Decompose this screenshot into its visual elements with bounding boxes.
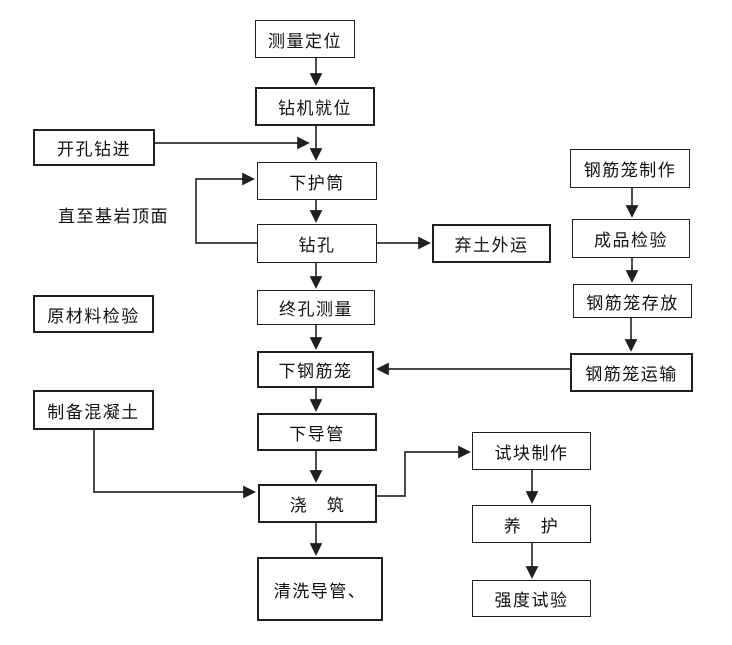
connector-drill-loop-to-casing [195, 172, 257, 244]
node-finished-product-inspection: 成品检验 [572, 219, 690, 258]
node-raw-material-inspection: 原材料检验 [33, 295, 154, 333]
node-lower-tremie-pipe: 下导管 [257, 413, 377, 451]
annotation-until-bedrock-top: 直至基岩顶面 [58, 207, 169, 226]
node-curing: 养 护 [472, 505, 591, 543]
node-drill-rig-in-place: 钻机就位 [255, 87, 375, 126]
node-pouring: 浇 筑 [258, 484, 377, 523]
connector-concrete-to-pour [93, 430, 256, 499]
node-survey-positioning: 测量定位 [255, 20, 355, 58]
node-final-hole-survey: 终孔测量 [257, 290, 375, 325]
node-open-hole-drilling: 开孔钻进 [33, 129, 155, 166]
node-spoil-removal: 弃土外运 [432, 224, 551, 263]
node-strength-test: 强度试验 [472, 580, 591, 617]
connector-pour-to-testblock [377, 445, 471, 497]
node-test-block-making: 试块制作 [472, 432, 591, 470]
node-rebar-cage-fabrication: 钢筋笼制作 [570, 149, 690, 188]
node-rebar-cage-storage: 钢筋笼存放 [573, 284, 692, 318]
node-drilling: 钻孔 [257, 224, 377, 263]
node-prepare-concrete: 制备混凝土 [33, 390, 154, 430]
node-lower-casing: 下护筒 [257, 162, 377, 200]
node-lower-rebar-cage: 下钢筋笼 [257, 351, 374, 388]
node-clean-tremie-pipe: 清洗导管、 [257, 557, 383, 621]
node-rebar-cage-transport: 钢筋笼运输 [570, 353, 693, 392]
